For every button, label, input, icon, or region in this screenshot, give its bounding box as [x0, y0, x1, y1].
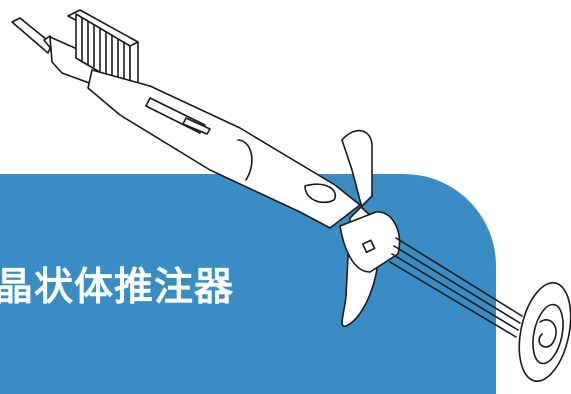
thumb-pad-inner — [532, 303, 564, 365]
thumb-pad-swirl — [538, 319, 557, 348]
barrel-band — [237, 139, 253, 181]
plunger-rod — [389, 237, 523, 338]
title-banner — [0, 174, 496, 394]
barrel-slot — [182, 117, 211, 135]
barrel-oval — [304, 183, 337, 204]
page-title: 晶状体推注器 — [0, 265, 235, 310]
needle-tip — [11, 17, 53, 54]
collar-mark — [361, 239, 376, 254]
barrel — [87, 69, 361, 229]
